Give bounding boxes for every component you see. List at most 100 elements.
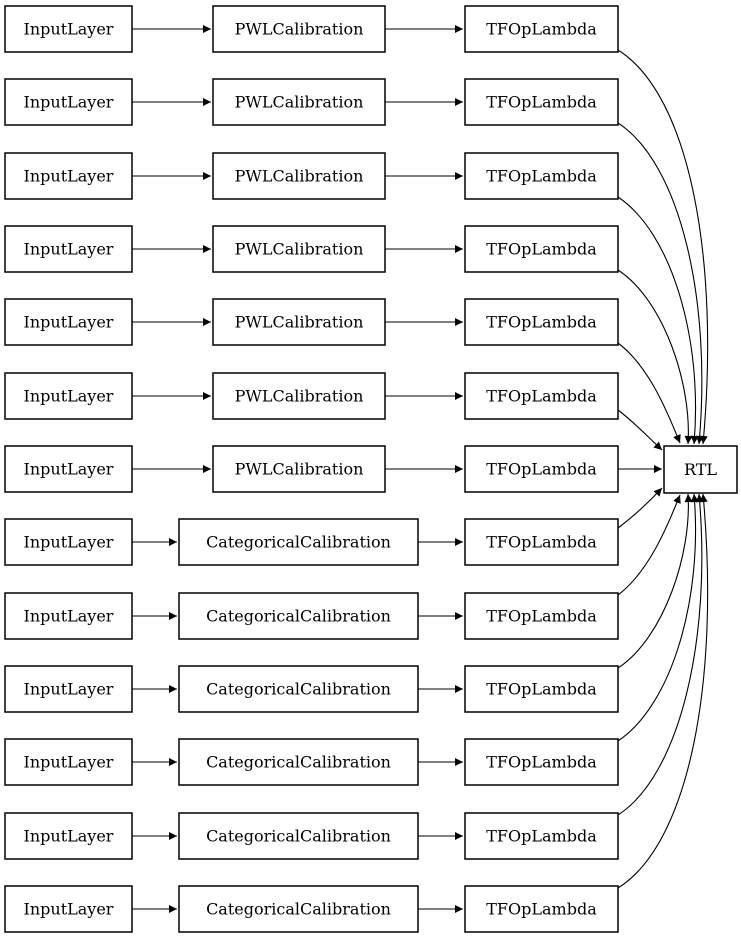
input-layer-node (4, 812, 133, 860)
pwl-calibration-node (212, 372, 386, 420)
pipeline-row: InputLayer PWLCalibration TFOpLambda (4, 152, 619, 200)
tfop-lambda-node (464, 518, 619, 566)
pipeline-row: InputLayer PWLCalibration TFOpLambda (4, 5, 619, 53)
pwl-calibration-label: PWLCalibration (235, 20, 364, 39)
input-layer-label: InputLayer (24, 167, 114, 186)
tfop-lambda-label: TFOpLambda (486, 20, 597, 39)
tfop-lambda-node (464, 5, 619, 53)
input-layer-node (4, 5, 133, 53)
tfop-lambda-node (464, 445, 619, 493)
categorical-calibration-node (178, 738, 419, 786)
tfop-lambda-label: TFOpLambda (486, 387, 597, 406)
tfop-lambda-label: TFOpLambda (486, 607, 597, 626)
pwl-calibration-node (212, 78, 386, 126)
input-layer-label: InputLayer (24, 93, 114, 112)
input-layer-label: InputLayer (24, 900, 114, 919)
lambda-to-rtl-edges (617, 49, 709, 889)
rtl-label: RTL (684, 460, 717, 479)
pwl-calibration-label: PWLCalibration (235, 387, 364, 406)
input-layer-label: InputLayer (24, 240, 114, 259)
pipeline-row: InputLayer PWLCalibration TFOpLambda (4, 225, 619, 273)
pwl-calibration-label: PWLCalibration (235, 240, 364, 259)
pwl-calibration-node (212, 5, 386, 53)
tfop-lambda-node (464, 152, 619, 200)
tfop-lambda-label: TFOpLambda (486, 827, 597, 846)
sink-group: RTL (663, 445, 738, 494)
edge-lambda-to-rtl (617, 196, 699, 445)
categorical-calibration-label: CategoricalCalibration (206, 753, 391, 772)
pipeline-row: InputLayer CategoricalCalibration TFOpLa… (4, 592, 619, 640)
edge-lambda-to-rtl (617, 269, 693, 445)
tfop-lambda-node (464, 665, 619, 713)
categorical-calibration-label: CategoricalCalibration (206, 680, 391, 699)
input-layer-label: InputLayer (24, 387, 114, 406)
input-layer-label: InputLayer (24, 313, 114, 332)
categorical-calibration-label: CategoricalCalibration (206, 533, 391, 552)
tfop-lambda-label: TFOpLambda (486, 753, 597, 772)
tfop-lambda-node (464, 225, 619, 273)
pwl-calibration-node (212, 225, 386, 273)
categorical-calibration-label: CategoricalCalibration (206, 827, 391, 846)
pipeline-row: InputLayer PWLCalibration TFOpLambda (4, 372, 619, 420)
tfop-lambda-node (464, 78, 619, 126)
edge-lambda-to-rtl (617, 49, 709, 445)
tfop-lambda-node (464, 298, 619, 346)
input-layer-label: InputLayer (24, 607, 114, 626)
pipeline-row: InputLayer PWLCalibration TFOpLambda (4, 298, 619, 346)
edge-lambda-to-rtl (617, 493, 709, 889)
pwl-calibration-label: PWLCalibration (235, 167, 364, 186)
input-layer-label: InputLayer (24, 827, 114, 846)
pipeline-row: InputLayer CategoricalCalibration TFOpLa… (4, 885, 619, 933)
input-layer-node (4, 372, 133, 420)
edge-lambda-to-rtl (617, 122, 704, 445)
pwl-calibration-node (212, 445, 386, 493)
input-layer-label: InputLayer (24, 460, 114, 479)
pwl-calibration-label: PWLCalibration (235, 313, 364, 332)
tfop-lambda-node (464, 885, 619, 933)
edge-lambda-to-rtl (617, 487, 663, 529)
pipeline-row: InputLayer CategoricalCalibration TFOpLa… (4, 738, 619, 786)
input-layer-node (4, 885, 133, 933)
categorical-calibration-node (178, 518, 419, 566)
tfop-lambda-node (464, 592, 619, 640)
tfop-lambda-node (464, 372, 619, 420)
tfop-lambda-label: TFOpLambda (486, 900, 597, 919)
categorical-calibration-label: CategoricalCalibration (206, 900, 391, 919)
tfop-lambda-label: TFOpLambda (486, 93, 597, 112)
input-layer-label: InputLayer (24, 533, 114, 552)
input-layer-label: InputLayer (24, 20, 114, 39)
tfop-lambda-label: TFOpLambda (486, 313, 597, 332)
edge-lambda-to-rtl (617, 493, 699, 742)
tfop-lambda-label: TFOpLambda (486, 240, 597, 259)
tfop-lambda-label: TFOpLambda (486, 167, 597, 186)
pwl-calibration-label: PWLCalibration (235, 460, 364, 479)
pipeline-row: InputLayer CategoricalCalibration TFOpLa… (4, 665, 619, 713)
input-layer-label: InputLayer (24, 680, 114, 699)
pipeline-row: InputLayer PWLCalibration TFOpLambda (4, 445, 619, 493)
pipeline-row: InputLayer PWLCalibration TFOpLambda (4, 78, 619, 126)
tfop-lambda-node (464, 738, 619, 786)
tfop-lambda-label: TFOpLambda (486, 460, 597, 479)
input-layer-label: InputLayer (24, 753, 114, 772)
edge-lambda-to-rtl (617, 494, 681, 596)
pipeline-row: InputLayer CategoricalCalibration TFOpLa… (4, 812, 619, 860)
tfop-lambda-node (464, 812, 619, 860)
categorical-calibration-node (178, 665, 419, 713)
pwl-calibration-label: PWLCalibration (235, 93, 364, 112)
input-layer-node (4, 225, 133, 273)
edge-lambda-to-rtl (617, 493, 693, 669)
input-layer-node (4, 298, 133, 346)
categorical-calibration-node (178, 885, 419, 933)
edge-lambda-to-rtl (617, 342, 681, 444)
categorical-calibration-node (178, 592, 419, 640)
pipeline-row: InputLayer CategoricalCalibration TFOpLa… (4, 518, 619, 566)
categorical-calibration-node (178, 812, 419, 860)
rtl-node (663, 445, 738, 494)
input-layer-node (4, 738, 133, 786)
input-layer-node (4, 78, 133, 126)
edge-lambda-to-rtl (617, 493, 704, 816)
tfop-lambda-label: TFOpLambda (486, 533, 597, 552)
categorical-calibration-label: CategoricalCalibration (206, 607, 391, 626)
